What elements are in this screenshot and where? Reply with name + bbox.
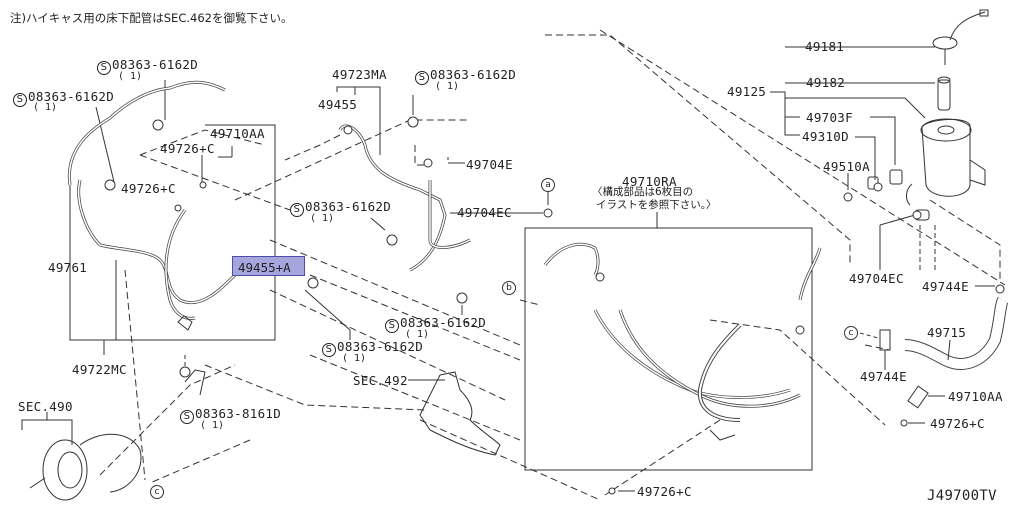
part-49704E[interactable]: 49704E — [466, 157, 513, 172]
standard-part-icon: S — [290, 203, 304, 217]
box-note-line1: 〈構成部品は6枚目の — [592, 186, 694, 198]
part-49310D[interactable]: 49310D — [802, 129, 849, 144]
qty-label: ( 1) — [435, 81, 460, 92]
qty-label: ( 1) — [405, 329, 430, 340]
qty-label: ( 1) — [33, 102, 58, 113]
part-49703F[interactable]: 49703F — [806, 110, 853, 125]
standard-part-icon: S — [180, 410, 194, 424]
part-49715[interactable]: 49715 — [927, 325, 967, 340]
part-49744E-lower[interactable]: 49744E — [860, 369, 907, 384]
part-49125[interactable]: 49125 — [727, 84, 767, 99]
qty-label: ( 1) — [200, 420, 225, 431]
part-49726C-left-b[interactable]: 49726+C — [121, 181, 176, 196]
part-49704EC-center[interactable]: 49704EC — [457, 205, 512, 220]
part-49182[interactable]: 49182 — [806, 75, 846, 90]
leader-49722MC-left — [69, 124, 276, 341]
ref-marker-b: b — [502, 281, 516, 295]
part-49510A[interactable]: 49510A — [823, 159, 870, 174]
qty-label: ( 1) — [310, 213, 335, 224]
qty-label: ( 1) — [118, 71, 143, 82]
part-49761[interactable]: 49761 — [48, 260, 88, 275]
part-49455[interactable]: 49455 — [318, 97, 358, 112]
part-49722MC[interactable]: 49722MC — [72, 362, 127, 377]
section-490-link[interactable]: SEC.490 — [18, 399, 73, 414]
part-49710RA[interactable]: 49710RA — [622, 174, 677, 189]
part-49744E-upper[interactable]: 49744E — [922, 279, 969, 294]
section-492-link[interactable]: SEC.492 — [353, 373, 408, 388]
ref-marker-a: a — [541, 178, 555, 192]
part-49726C-left-a[interactable]: 49726+C — [160, 141, 215, 156]
standard-part-icon: S — [322, 343, 336, 357]
highlighted-part-49455A[interactable]: 49455+A — [232, 256, 305, 276]
qty-label: ( 1) — [342, 353, 367, 364]
diagram-id: J49700TV — [927, 488, 997, 504]
standard-part-icon: S — [97, 61, 111, 75]
header-note: 注)ハイキャス用の床下配管はSEC.462を御覧下さい。 — [10, 11, 293, 25]
ref-marker-c: c — [150, 485, 164, 499]
standard-part-icon: S — [13, 93, 27, 107]
part-49710AA-left[interactable]: 49710AA — [210, 126, 265, 141]
standard-part-icon: S — [385, 319, 399, 333]
part-49710AA-right[interactable]: 49710AA — [948, 389, 1003, 404]
standard-part-icon: S — [415, 71, 429, 85]
ref-marker-c-right: c — [844, 326, 858, 340]
part-49726C-right[interactable]: 49726+C — [930, 416, 985, 431]
part-49181[interactable]: 49181 — [805, 39, 845, 54]
part-49723MA[interactable]: 49723MA — [332, 67, 387, 82]
part-49726C-bottom[interactable]: 49726+C — [637, 484, 692, 499]
part-49704EC-right[interactable]: 49704EC — [849, 271, 904, 286]
box-note-line2: イラストを参照下さい。〉 — [596, 199, 717, 211]
